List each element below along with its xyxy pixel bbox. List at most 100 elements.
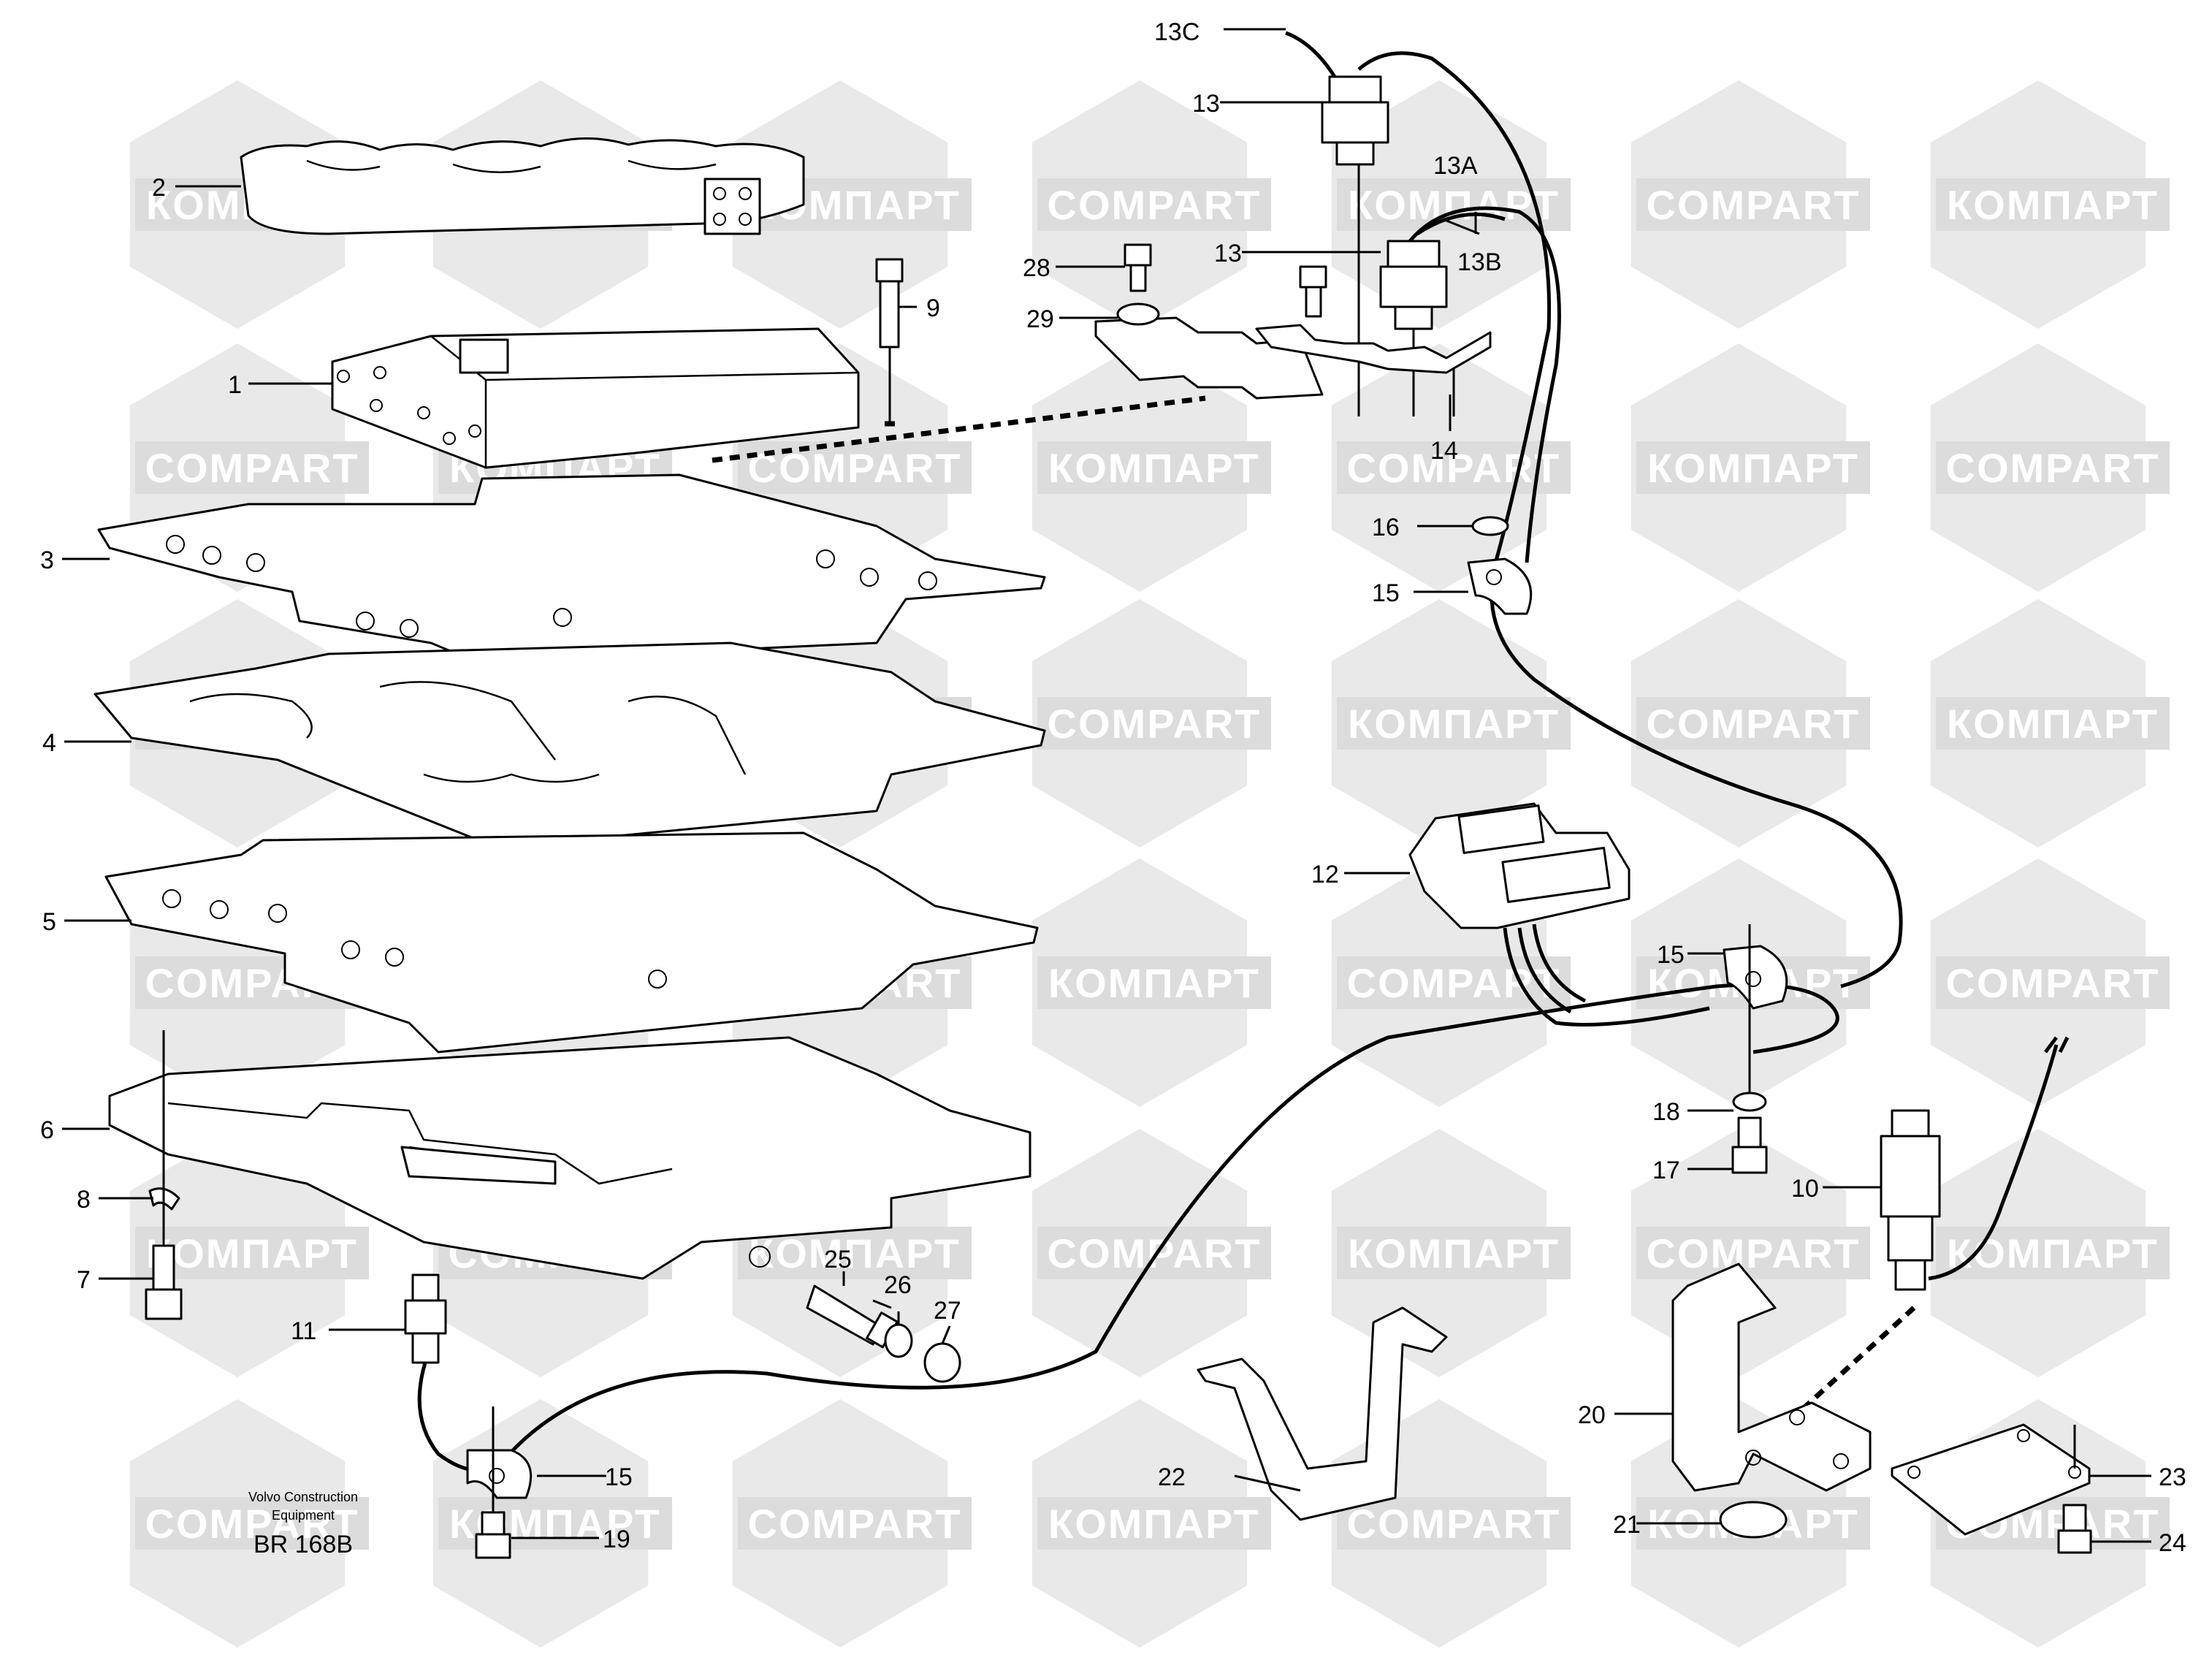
watermark-band (1936, 697, 2170, 750)
caption-code: BR 168B (253, 1531, 353, 1558)
part-20-bracket (1671, 1263, 1872, 1492)
callout-4: 4 (42, 729, 56, 757)
watermark-band (1337, 441, 1571, 494)
caption-line-2: Equipment (272, 1508, 335, 1523)
watermark-text: COMPART (1347, 960, 1561, 1006)
callout-15-upper: 15 (1372, 579, 1400, 607)
watermark-band (135, 1497, 369, 1550)
callout-24: 24 (2159, 1529, 2186, 1557)
part-16-washer (1471, 516, 1509, 536)
callout-13B: 13B (1457, 248, 1502, 276)
watermark-text: COMPART (1347, 1501, 1561, 1547)
watermark-text: КОМПАРТ (146, 1230, 358, 1276)
watermark-band (1636, 441, 1870, 494)
callout-13C: 13C (1154, 18, 1200, 46)
callout-16: 16 (1372, 514, 1400, 541)
watermark-band (1037, 956, 1271, 1009)
part-28-bolt (1124, 243, 1152, 292)
part-21-nut (1719, 1501, 1788, 1539)
ribbon-cable-2 (1517, 927, 1572, 1014)
watermark-band (1337, 1497, 1571, 1550)
part-24-bolt (2057, 1504, 2092, 1554)
callout-18: 18 (1652, 1098, 1680, 1126)
part-18-washer (1732, 1092, 1767, 1112)
callout-29: 29 (1026, 305, 1054, 333)
watermark-band (1037, 178, 1271, 231)
watermark-band (738, 441, 972, 494)
watermark-text: COMPART (1048, 182, 1262, 228)
callout-8: 8 (77, 1186, 91, 1214)
part-19-bolt (475, 1511, 511, 1559)
watermark-text: COMPART (1048, 1230, 1262, 1276)
callout-15-right: 15 (1657, 941, 1685, 969)
callout-7: 7 (77, 1266, 91, 1294)
callout-20: 20 (1578, 1401, 1606, 1429)
part-4-separator (94, 641, 1046, 849)
part-29-washer (1116, 302, 1160, 326)
part-9-bolt (875, 258, 904, 349)
ribbon-cable-3 (1532, 924, 1587, 1003)
watermark-band (1936, 441, 2170, 494)
watermark-text: КОМПАРТ (1048, 445, 1260, 491)
watermark-band (1037, 441, 1271, 494)
part-13-solenoid-lower (1379, 240, 1448, 330)
watermark-text: COMPART (748, 445, 962, 491)
part-1-valve-body (331, 327, 860, 469)
callout-3: 3 (40, 547, 54, 574)
watermark-text: КОМПАРТ (1048, 960, 1260, 1006)
callout-19: 19 (603, 1526, 630, 1553)
callout-6: 6 (40, 1116, 54, 1144)
watermark-band (1037, 1227, 1271, 1279)
part-3-plate (97, 473, 1046, 663)
part-15-clamp-right (1723, 945, 1788, 1010)
watermark-text: COMPART (145, 1501, 359, 1547)
watermark-text: КОМПАРТ (1348, 1230, 1560, 1276)
watermark-text: COMPART (1647, 182, 1861, 228)
part-11-sensor (404, 1273, 447, 1364)
watermark-text: COMPART (1946, 960, 2160, 1006)
watermark-text: COMPART (1946, 445, 2160, 491)
watermark-text: COMPART (1048, 701, 1262, 747)
callout-labels: 2 1 9 3 4 5 6 8 7 11 15 19 25 26 27 22 1… (40, 18, 2186, 1557)
watermark-band (1037, 1497, 1271, 1550)
callout-13-lower: 13 (1214, 240, 1242, 267)
callout-11: 11 (291, 1317, 316, 1345)
caption-line-1: Volvo Construction (248, 1490, 358, 1504)
watermark-band (1636, 697, 1870, 750)
callout-23: 23 (2159, 1463, 2186, 1491)
leader-lines (62, 28, 2151, 1543)
callout-13-upper: 13 (1192, 90, 1220, 118)
callout-27: 27 (934, 1297, 961, 1325)
part-2-cover (240, 137, 805, 235)
part-12-connector (1408, 802, 1631, 929)
watermark-band (1936, 178, 2170, 231)
part-14-plate (1094, 316, 1492, 400)
callout-25: 25 (824, 1246, 852, 1273)
watermark-text: КОМПАРТ (1348, 701, 1560, 747)
watermark-band (135, 441, 369, 494)
watermark-band (1636, 1227, 1870, 1279)
part-17-bolt (1731, 1116, 1768, 1174)
dashed-connector-1-14 (712, 395, 1206, 463)
part-23-plate (1891, 1423, 2091, 1536)
watermark-text: КОМПАРТ (1348, 182, 1560, 228)
callout-2: 2 (152, 174, 166, 202)
part-15-clamp-lower (466, 1449, 533, 1499)
part-22-bracket (1197, 1306, 1448, 1521)
wire-harness-upper (1285, 31, 1903, 989)
watermark-band (1337, 1227, 1571, 1279)
callout-14: 14 (1430, 437, 1458, 465)
watermark-band (1936, 956, 2170, 1009)
part-13-solenoid-upper (1321, 75, 1389, 166)
watermark-text: COMPART (1647, 1230, 1861, 1276)
part-10-wire (1928, 1036, 2070, 1281)
part-13-plate-bolt (1299, 265, 1327, 318)
part-13-axes (1357, 164, 1455, 416)
callout-15-lower: 15 (605, 1463, 633, 1491)
callout-10: 10 (1791, 1175, 1819, 1203)
callout-5: 5 (42, 908, 56, 936)
part-15-clamp-upper (1467, 557, 1533, 615)
watermark-text: COMPART (748, 1501, 962, 1547)
callout-26: 26 (884, 1271, 912, 1299)
